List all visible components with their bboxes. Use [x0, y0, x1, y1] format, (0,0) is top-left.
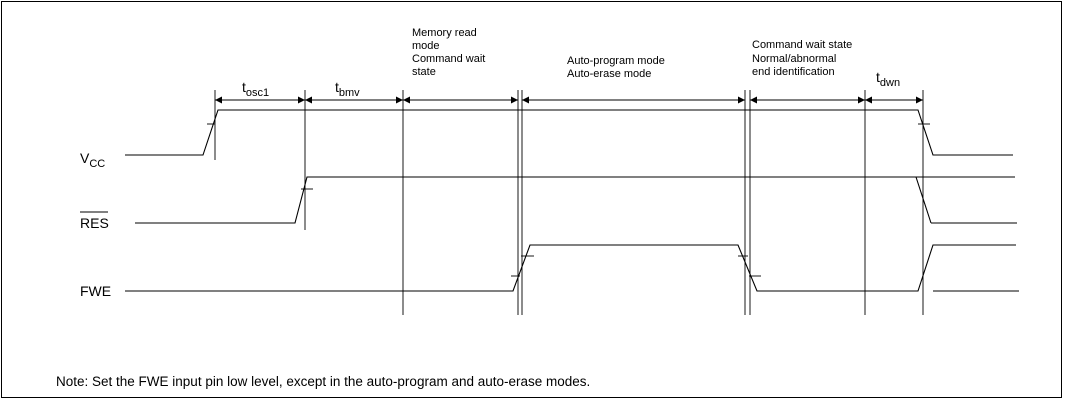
- fwe-waveform-upper: [125, 244, 1016, 292]
- auto-mode-label-1: Auto-program mode: [567, 55, 665, 67]
- memory-read-label-2: mode: [412, 40, 440, 52]
- tbmv-label: tbmv: [335, 79, 360, 99]
- waveforms: [125, 109, 1019, 292]
- tdwn-label: tdwn: [876, 69, 900, 89]
- auto-mode-label-2: Auto-erase mode: [567, 68, 651, 80]
- edge-ticks: [207, 123, 930, 277]
- command-wait-label-2: Normal/abnormal: [752, 53, 836, 65]
- command-wait-label-1: Command wait state: [752, 39, 852, 51]
- command-wait-label-3: end identification: [752, 66, 835, 78]
- res-waveform-fall: [915, 176, 932, 224]
- diagram-border: [1, 1, 1062, 398]
- vcc-label: VCC: [80, 150, 105, 170]
- vcc-waveform: [125, 109, 1013, 156]
- memory-read-label-3: Command wait: [412, 53, 485, 65]
- timing-guides: [214, 90, 924, 315]
- memory-read-label-4: state: [412, 66, 436, 78]
- res-waveform-main: [135, 176, 1015, 224]
- res-label: RES: [80, 215, 109, 231]
- fwe-label: FWE: [80, 283, 111, 299]
- footnote: Note: Set the FWE input pin low level, e…: [56, 374, 590, 389]
- memory-read-label-1: Memory read: [412, 27, 477, 39]
- tosc1-label: tosc1: [242, 79, 269, 99]
